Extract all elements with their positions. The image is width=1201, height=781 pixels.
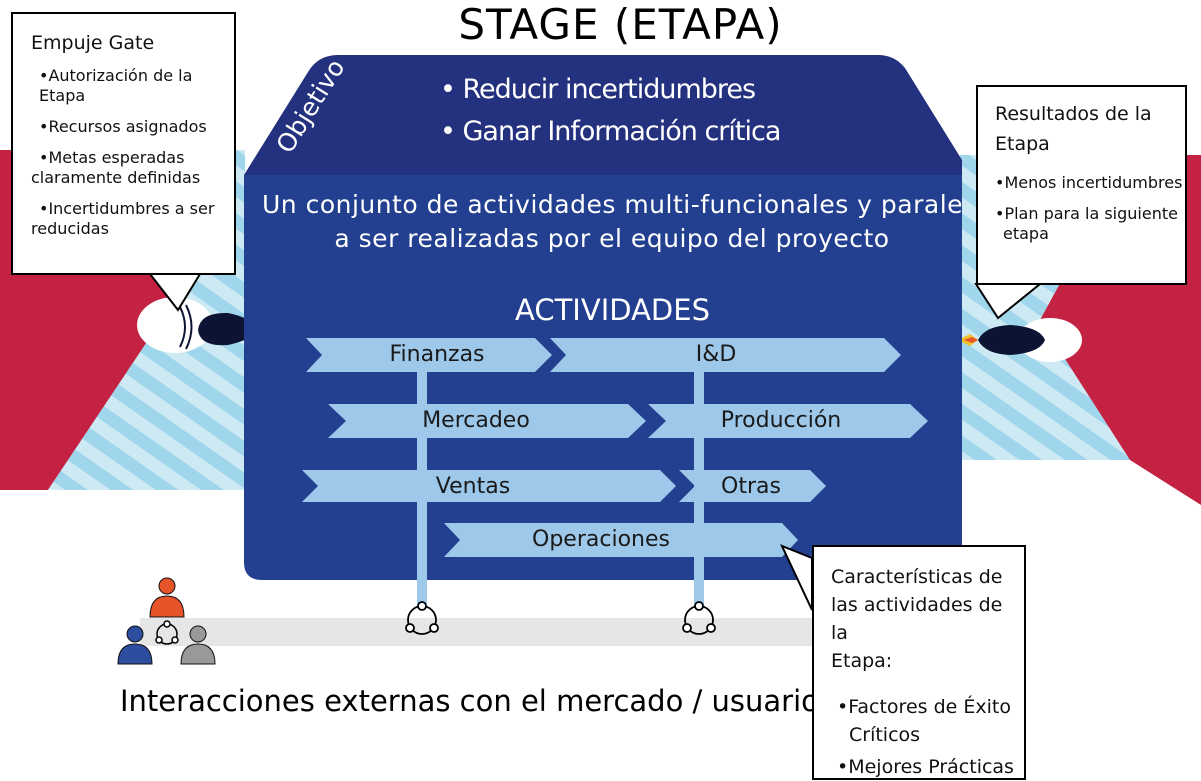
gate-push-item: •Autorización de la Etapa	[39, 66, 193, 105]
results-title: Resultados de la	[995, 103, 1152, 125]
user-orange-icon	[149, 577, 185, 618]
gate-push-title: Empuje Gate	[31, 32, 155, 54]
gate-push-callout: Empuje Gate •Autorización de la Etapa •R…	[11, 12, 236, 275]
right-rocket-icon	[978, 325, 1045, 355]
left-gate-arc-icon	[179, 304, 193, 350]
team-node-icon	[405, 601, 439, 635]
characteristics-title: Características de	[831, 566, 1003, 588]
activity-otras	[679, 470, 826, 502]
user-gray-icon	[180, 625, 216, 665]
stage-description-line: Un conjunto de actividades multi-funcion…	[262, 190, 962, 219]
user-blue-icon	[117, 625, 153, 665]
gate-push-item: •Metas esperadas	[39, 148, 185, 167]
results-item: etapa	[1003, 224, 1049, 243]
activities-title: ACTIVIDADES	[515, 293, 710, 327]
results-item: •Plan para la siguiente	[995, 204, 1178, 223]
activity-produccion	[648, 404, 928, 438]
activity-ventas	[302, 470, 676, 502]
gate-push-item: •Recursos asignados	[39, 117, 207, 136]
results-title: Etapa	[995, 133, 1050, 155]
characteristics-item: •Factores de Éxito	[837, 696, 1011, 718]
objective-banner	[244, 55, 962, 175]
results-callout: Resultados de la Etapa •Menos incertidum…	[976, 85, 1187, 285]
gate-push-item: reducidas	[31, 219, 109, 238]
team-node-icon	[682, 601, 716, 635]
right-gate-opening	[1018, 318, 1082, 362]
activity-finanzas	[306, 338, 552, 372]
left-gate-opening	[137, 297, 213, 353]
activity-mercadeo	[328, 404, 646, 438]
results-item: •Menos incertidumbres	[995, 173, 1183, 192]
page-title: STAGE (ETAPA)	[458, 0, 783, 49]
objective-bullet: • Ganar Información crítica	[440, 116, 781, 147]
activity-label: Mercadeo	[422, 408, 530, 433]
stage-description-line: a ser realizadas por el equipo del proye…	[334, 224, 890, 253]
characteristics-item: Críticos	[849, 724, 921, 746]
activity-label: I&D	[695, 342, 737, 367]
characteristics-item: •Mejores Prácticas	[837, 756, 1014, 778]
activity-label: Ventas	[435, 474, 511, 499]
gate-push-item: claramente definidas	[31, 168, 201, 187]
interaction-band	[140, 618, 830, 646]
activity-label: Finanzas	[389, 342, 485, 367]
characteristics-title: Etapa:	[831, 650, 893, 672]
activity-id	[550, 338, 901, 372]
activity-label: Otras	[721, 474, 781, 499]
gate-push-item: •Incertidumbres a ser	[39, 199, 215, 218]
left-rocket-icon	[198, 312, 258, 346]
activity-label: Operaciones	[532, 527, 670, 552]
activity-operaciones	[444, 523, 798, 557]
characteristics-title: las actividades de la	[831, 594, 1003, 644]
right-rocket-flame-core-icon	[964, 337, 978, 343]
users-network-icon	[155, 620, 179, 645]
characteristics-callout: Características de las actividades de la…	[812, 545, 1026, 780]
external-interactions-label: Interacciones externas con el mercado / …	[120, 684, 834, 718]
objective-bullet: • Reducir incertidumbres	[440, 74, 756, 105]
activity-label: Producción	[720, 408, 842, 433]
